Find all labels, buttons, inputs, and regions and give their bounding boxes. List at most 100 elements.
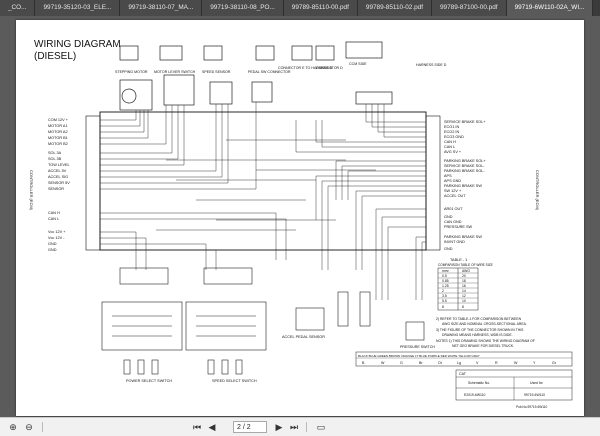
label-stepping-motor: STEPPING MOTOR (115, 70, 148, 74)
label-power-select-switch: POWER SELECT SWITCH (126, 379, 172, 383)
viewer-toolbar: ⊕ ⊖ ⏮ ◀ 2 / 2 ▶ ⏭ ▭ (0, 417, 600, 436)
color-code: Or (438, 361, 443, 365)
color-code: Br (419, 361, 423, 365)
tab-1[interactable]: 99719-35120-03_ELE... (35, 0, 121, 16)
schematic-no-value: E2019-6W110 (464, 393, 486, 397)
ccm-side-connector (345, 41, 383, 59)
table-cell: 10 (462, 299, 466, 303)
color-code: W (381, 361, 385, 365)
color-code: B (362, 361, 365, 365)
note-line: NOTES 1) THIS DRAWING SHOWS THE WIRING D… (436, 339, 535, 343)
left-pin: COM 12V + (48, 118, 69, 122)
zoom-in-icon[interactable]: ⊕ (9, 422, 17, 432)
wire-size-table: TABLE - 1 COMPARISON TABLE OF WIRE SIZE … (437, 258, 493, 311)
right-pin: CAN L (444, 145, 455, 149)
left-pin: Vcc 12V - (48, 236, 65, 240)
note-line: 2) REFER TO TABLE-1 FOR COMPARISON BETWE… (436, 317, 522, 321)
right-pin: APS GND (444, 179, 461, 183)
left-pin: ACCEL 5V (48, 169, 67, 173)
right-pin: PRESSURE SW (444, 225, 472, 229)
speed-switch-connector (203, 267, 253, 285)
left-pin: SENSOR 5V (48, 181, 70, 185)
page-total: / 2 (242, 424, 251, 431)
power-switch-connector (119, 267, 169, 285)
label-connector-e: CONNECTOR E TO HARNESS B (278, 66, 333, 70)
table-cell: 8 (442, 305, 444, 309)
power-select-switch-box (101, 301, 183, 351)
last-page-icon[interactable]: ⏭ (289, 422, 299, 432)
right-pin: PARKING BRAKE SW (444, 235, 482, 239)
diagram-title-2: (DIESEL) (34, 51, 76, 62)
right-pin: SW 12V + (444, 189, 462, 193)
table-header: AWG (462, 269, 470, 273)
motor-icon (121, 88, 137, 104)
used-for-value: 99719-6W110 (524, 393, 545, 397)
table-cell: 14 (462, 289, 466, 293)
tab-7[interactable]: 99719-6W110-02A_WI... (506, 0, 594, 16)
left-pin: MOTOR A1 (48, 124, 68, 128)
right-pin: INVNT GND (444, 240, 465, 244)
right-pin: AR01 OUT (444, 207, 463, 211)
left-controller-label: CONTROLLER (ECM) (29, 170, 34, 211)
label-pressure-switch: PRESSURE SWITCH (400, 345, 435, 349)
tab-3[interactable]: 99719-38110-08_PO... (202, 0, 284, 16)
note-line: AWG SIZE AND NOMINAL CROSS-SECTIONAL ARE… (442, 322, 527, 326)
left-pin: MOTOR A2 (48, 130, 68, 134)
first-page-icon[interactable]: ⏮ (192, 422, 202, 432)
right-pin: SERVICE BRAKE SOL+ (444, 120, 486, 124)
note-line: DRAWING MEANS HARNESS, WDB IS DIDE. (442, 333, 513, 337)
right-pin: ECO2 IN (444, 130, 459, 134)
table-cell: 3.5 (442, 294, 447, 298)
table-cell: 0.85 (442, 279, 449, 283)
pub-no: Pub.No.99719-6W110 (516, 405, 548, 409)
tab-0[interactable]: _CO... (0, 0, 36, 16)
page-number-input[interactable]: 2 / 2 (233, 421, 267, 433)
tab-bar: _CO... 99719-35120-03_ELE... 99719-38110… (0, 0, 600, 17)
label-ccm-side: CCM SIDE (349, 62, 367, 66)
right-pin: ECO1 IN (444, 125, 459, 129)
color-code: W (514, 361, 518, 365)
connector-d-box (315, 45, 335, 61)
fit-page-icon[interactable]: ▭ (316, 422, 326, 432)
label-motor-lever-switch: MOTOR LEVER SWITCH (154, 70, 196, 74)
title-block: CAT Schematic No. Used for E2019-6W110 9… (455, 369, 573, 409)
label-speed-select-switch: SPEED SELECT SWITCH (212, 379, 257, 383)
prev-page-icon[interactable]: ◀ (208, 422, 216, 432)
tab-4[interactable]: 99789-85110-00.pdf (283, 0, 358, 16)
tab-2[interactable]: 99719-38110-07_MA... (120, 0, 203, 16)
pedal-switch-symbol (251, 81, 273, 103)
label-speed-sensor: SPEED SENSOR (202, 70, 231, 74)
used-for-label: Used for (530, 381, 544, 385)
left-pin: CAN L (48, 217, 59, 221)
company-label: CAT (459, 372, 467, 376)
left-pin: MOTOR B1 (48, 136, 68, 140)
left-pin: Vcc 12V + (48, 230, 66, 234)
left-pin: TOW LEVEL (48, 163, 70, 167)
table-cell: 18 (462, 279, 466, 283)
label-connector-d: CONNECTOR D (316, 66, 343, 70)
right-pin: PARKING BRAKE SOL+ (444, 159, 486, 163)
notes: 2) REFER TO TABLE-1 FOR COMPARISON BETWE… (436, 317, 535, 348)
stepping-motor-connector (119, 45, 139, 61)
table-cell: 12 (462, 294, 466, 298)
right-pin: AVG SV + (444, 150, 462, 154)
right-pin-strip (425, 115, 441, 251)
table-cell: 16 (462, 284, 466, 288)
right-pin: APS (444, 174, 452, 178)
tab-6[interactable]: 99789-87100-00.pdf (431, 0, 507, 16)
right-pin-labels: SERVICE BRAKE SOL+ ECO1 IN ECO2 IN ECO3 … (444, 120, 486, 251)
diagram-title-1: WIRING DIAGRAM (34, 39, 121, 50)
table-cell: 2 (442, 289, 444, 293)
pressure-switch-symbol (405, 321, 425, 341)
wiring-diagram: WIRING DIAGRAM (DIESEL) STEPPING MOTOR M… (29, 39, 573, 409)
right-pin: ACCEL OUT (444, 194, 466, 198)
zoom-out-icon[interactable]: ⊖ (25, 422, 33, 432)
color-code: V (476, 361, 479, 365)
lever-switch-connector (159, 45, 183, 61)
label-pedal-sw: PEDAL SW CONNECTOR (248, 70, 291, 74)
tab-5[interactable]: 99789-85110-02.pdf (357, 0, 432, 16)
accel-pedal-sensor-symbol (295, 307, 325, 331)
next-page-icon[interactable]: ▶ (275, 422, 283, 432)
table-subtitle: COMPARISON TABLE OF WIRE SIZE (438, 263, 493, 267)
color-code: R (495, 361, 498, 365)
